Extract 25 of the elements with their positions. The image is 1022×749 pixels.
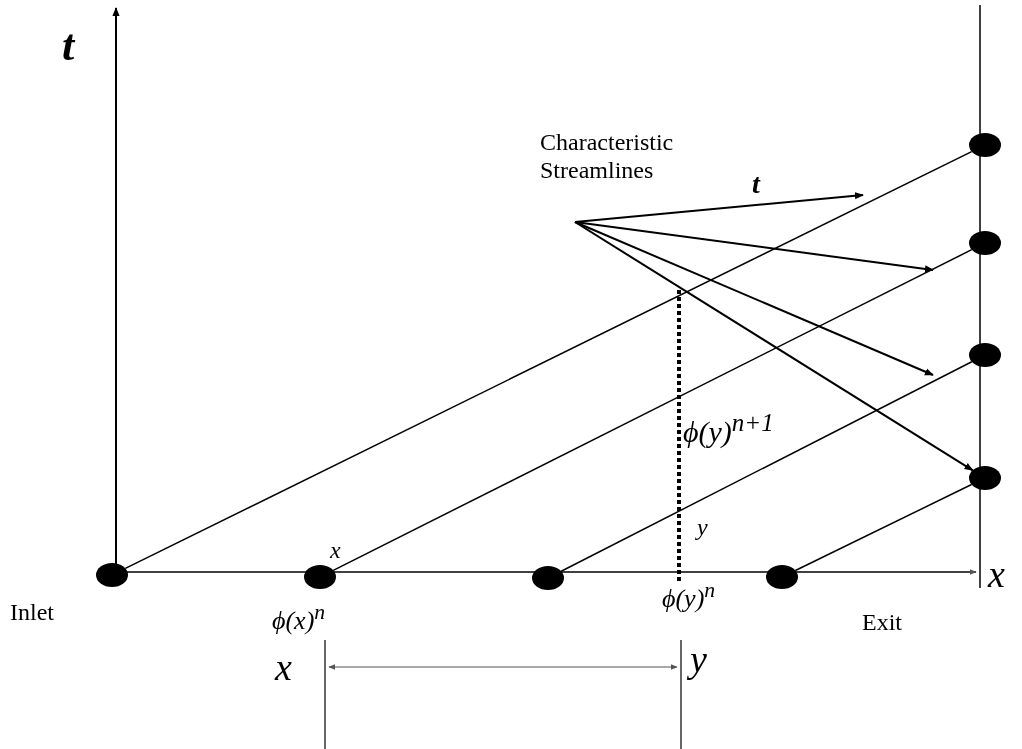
leader-line	[574, 221, 974, 472]
node-dot	[969, 466, 1001, 490]
streamline	[332, 248, 973, 572]
node-dot	[969, 133, 1001, 157]
formula-label: ϕ(x)$^{n}$	[272, 602, 326, 634]
dimension-label: x	[275, 648, 292, 686]
node-dot	[96, 563, 128, 587]
node-dot	[766, 565, 798, 589]
variable-label: y	[697, 515, 708, 539]
streamline	[794, 483, 973, 572]
inlet-label: Inlet	[10, 600, 54, 624]
formula-label: ϕ(y)$^{n+1}$	[683, 410, 774, 447]
node-dot	[969, 231, 1001, 255]
leader-line	[574, 221, 934, 273]
streamline	[560, 361, 973, 572]
exit-label: Exit	[862, 610, 902, 634]
variable-label: t	[752, 170, 760, 198]
t-axis-label: t	[62, 24, 75, 68]
formula-label: ϕ(y)$^{n}$	[662, 580, 716, 612]
x-axis-label: x	[988, 555, 1005, 593]
node-dot	[532, 566, 564, 590]
streamline	[124, 150, 973, 570]
node-dot	[304, 565, 336, 589]
variable-label: x	[330, 538, 341, 562]
node-dot	[969, 343, 1001, 367]
